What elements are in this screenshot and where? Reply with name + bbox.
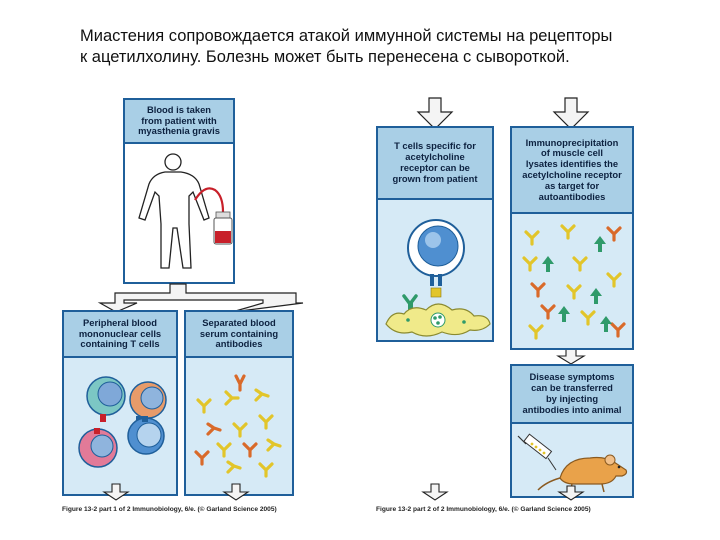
slide-title-line-2: к ацетилхолину. Болезнь может быть перен…: [80, 48, 570, 66]
serum-box-line-3: antibodies: [215, 338, 263, 350]
disease-box-line-2: can be transferred: [531, 382, 613, 394]
pbmc-box: Peripheral blood mononuclear cells conta…: [62, 310, 178, 496]
down-arrow-icon: [556, 347, 586, 365]
figure-part1-caption: Figure 13-2 part 1 of 2 Immunobiology, 6…: [62, 506, 277, 513]
slide-title-line-1: Миастения сопровождается атакой иммунной…: [80, 27, 613, 45]
figure-part2-caption: Figure 13-2 part 2 of 2 Immunobiology, 6…: [376, 506, 591, 513]
immuno-box-line-4: acetylcholine receptor: [522, 169, 622, 180]
tcell-box: T cells specific for acetylcholine recep…: [376, 126, 494, 342]
pbmc-box-header: Peripheral blood mononuclear cells conta…: [64, 312, 176, 358]
serum-illustration: [186, 358, 292, 494]
serum-box-line-1: Separated blood: [202, 316, 276, 328]
patient-illustration: [138, 153, 233, 269]
down-arrow-icon: [552, 97, 590, 130]
t-cell-icon: [127, 416, 165, 455]
disease-box-line-1: Disease symptoms: [529, 371, 615, 383]
receptor-icon: [402, 287, 442, 310]
disease-box-line-3: by injecting: [545, 393, 599, 404]
syringe-icon: [517, 433, 557, 471]
tcell-box-line-2: acetylcholine: [405, 151, 465, 163]
disease-box-line-4: antibodies into animal: [522, 403, 622, 415]
immuno-illustration: [512, 214, 632, 348]
t-cell-icon: [407, 219, 465, 286]
disease-box: Disease symptoms can be transferred by i…: [510, 364, 634, 498]
disease-illustration: [512, 424, 632, 496]
tcell-box-header: T cells specific for acetylcholine recep…: [378, 128, 492, 200]
serum-box-line-2: serum containing: [199, 327, 279, 339]
blood-tube: [194, 187, 225, 213]
tcell-box-line-3: receptor can be: [400, 162, 470, 173]
slide-title: Миастения сопровождается атакой иммунной…: [80, 26, 690, 68]
patient-box-header: Blood is taken from patient with myasthe…: [125, 100, 233, 144]
immuno-box-line-3: lysates identifies the: [525, 158, 619, 170]
rat-icon: [537, 454, 628, 493]
down-arrow-icon: [416, 97, 454, 130]
patient-box: Blood is taken from patient with myasthe…: [123, 98, 235, 284]
patient-box-line-3: myasthenia gravis: [138, 125, 220, 137]
patient-box-line-2: from patient with: [141, 114, 217, 126]
immuno-box-line-2: of muscle cell: [540, 147, 603, 159]
immuno-box-line-1: Immunoprecipitation: [525, 136, 619, 148]
pbmc-box-line-2: mononuclear cells: [78, 327, 162, 339]
t-cell-icon: [86, 376, 126, 422]
patient-box-line-1: Blood is taken: [146, 103, 212, 115]
tcell-box-line-4: grown from patient: [392, 172, 478, 184]
pbmc-box-line-1: Peripheral blood: [83, 316, 157, 328]
pbmc-box-line-3: containing T cells: [80, 338, 160, 350]
disease-box-header: Disease symptoms can be transferred by i…: [512, 366, 632, 424]
human-figure-icon: [138, 153, 210, 269]
serum-box: Separated blood serum containing antibod…: [184, 310, 294, 496]
antibody-icon: [194, 374, 282, 478]
immuno-box: Immunoprecipitation of muscle cell lysat…: [510, 126, 634, 350]
down-arrow-icon: [421, 483, 449, 501]
tcell-illustration: [378, 200, 492, 340]
serum-box-header: Separated blood serum containing antibod…: [186, 312, 292, 358]
antibody-icon: [522, 224, 626, 340]
pbmc-illustration: [64, 358, 176, 494]
tcell-box-line-1: T cells specific for: [394, 140, 476, 152]
immuno-box-header: Immunoprecipitation of muscle cell lysat…: [512, 128, 632, 214]
receptor-icon: [542, 236, 612, 332]
immuno-box-line-5: as target for: [544, 179, 600, 191]
blood-bag-icon: [213, 211, 233, 245]
immuno-box-line-6: autoantibodies: [538, 190, 606, 202]
t-cell-icon: [78, 428, 118, 468]
